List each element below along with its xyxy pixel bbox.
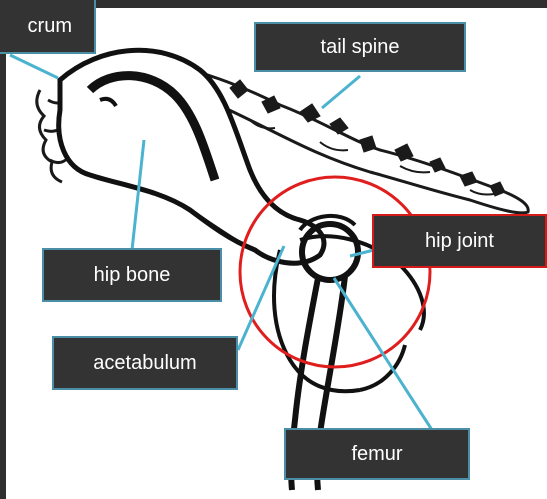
label-femur: femur <box>284 428 470 480</box>
label-hip-bone: hip bone <box>42 248 222 302</box>
leader-line-sacrum <box>10 55 58 78</box>
leader-line-femur <box>334 278 432 430</box>
leader-line-hip-joint <box>350 250 374 256</box>
label-acetabulum: acetabulum <box>52 336 238 390</box>
hip-bone-drawing <box>59 50 324 263</box>
leader-line-tail-spine <box>322 76 360 108</box>
label-tail-spine: tail spine <box>254 22 466 72</box>
label-hip-joint: hip joint <box>372 214 547 268</box>
label-sacrum: crum <box>0 0 96 54</box>
